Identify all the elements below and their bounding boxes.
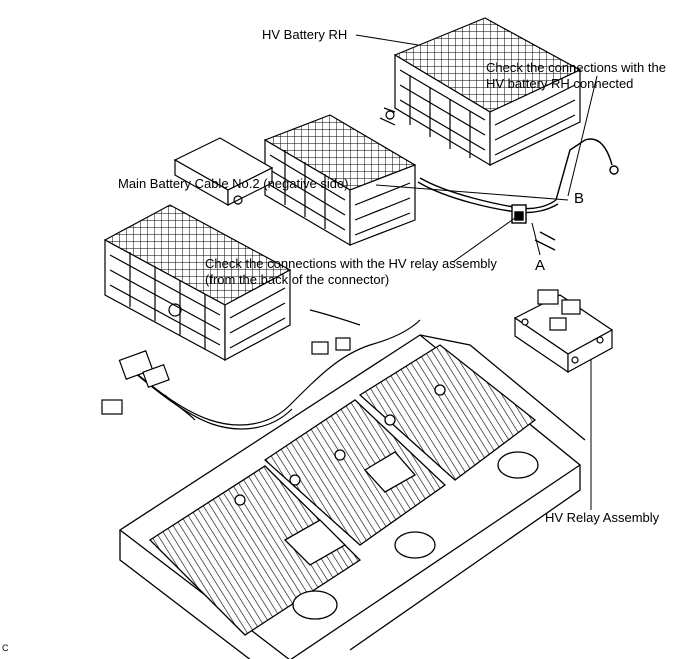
label-check-rh-line2: HV battery RH connected <box>486 76 634 91</box>
hv-battery-lh-illustration <box>103 204 292 362</box>
callout-b: B <box>574 190 585 207</box>
callout-a: A <box>535 257 546 274</box>
wire-harness-illustration <box>101 309 421 430</box>
hv-battery-rh-illustration <box>379 17 582 167</box>
label-check-relay-line2: (from the back of the connector) <box>205 272 390 287</box>
battery-tray-illustration <box>118 334 586 659</box>
hv-battery-center-illustration <box>263 114 417 247</box>
label-main-battery-cable: Main Battery Cable No.2 (negative side) <box>118 176 349 191</box>
label-hv-battery-rh: HV Battery RH <box>262 27 348 42</box>
hv-relay-assembly-illustration <box>513 289 614 374</box>
label-check-relay-connections: Check the connections with the HV relay … <box>205 256 497 288</box>
battery-ecu-illustration <box>173 137 274 207</box>
label-check-relay-line1: Check the connections with the HV relay … <box>205 256 497 271</box>
leader-lines <box>355 34 598 510</box>
label-hv-relay-assembly: HV Relay Assembly <box>545 510 660 525</box>
label-check-rh-line1: Check the connections with the <box>486 60 666 75</box>
main-battery-cable-illustration <box>417 138 619 251</box>
corner-mark: C <box>2 643 9 653</box>
label-check-rh-connections: Check the connections with the HV batter… <box>486 60 666 92</box>
